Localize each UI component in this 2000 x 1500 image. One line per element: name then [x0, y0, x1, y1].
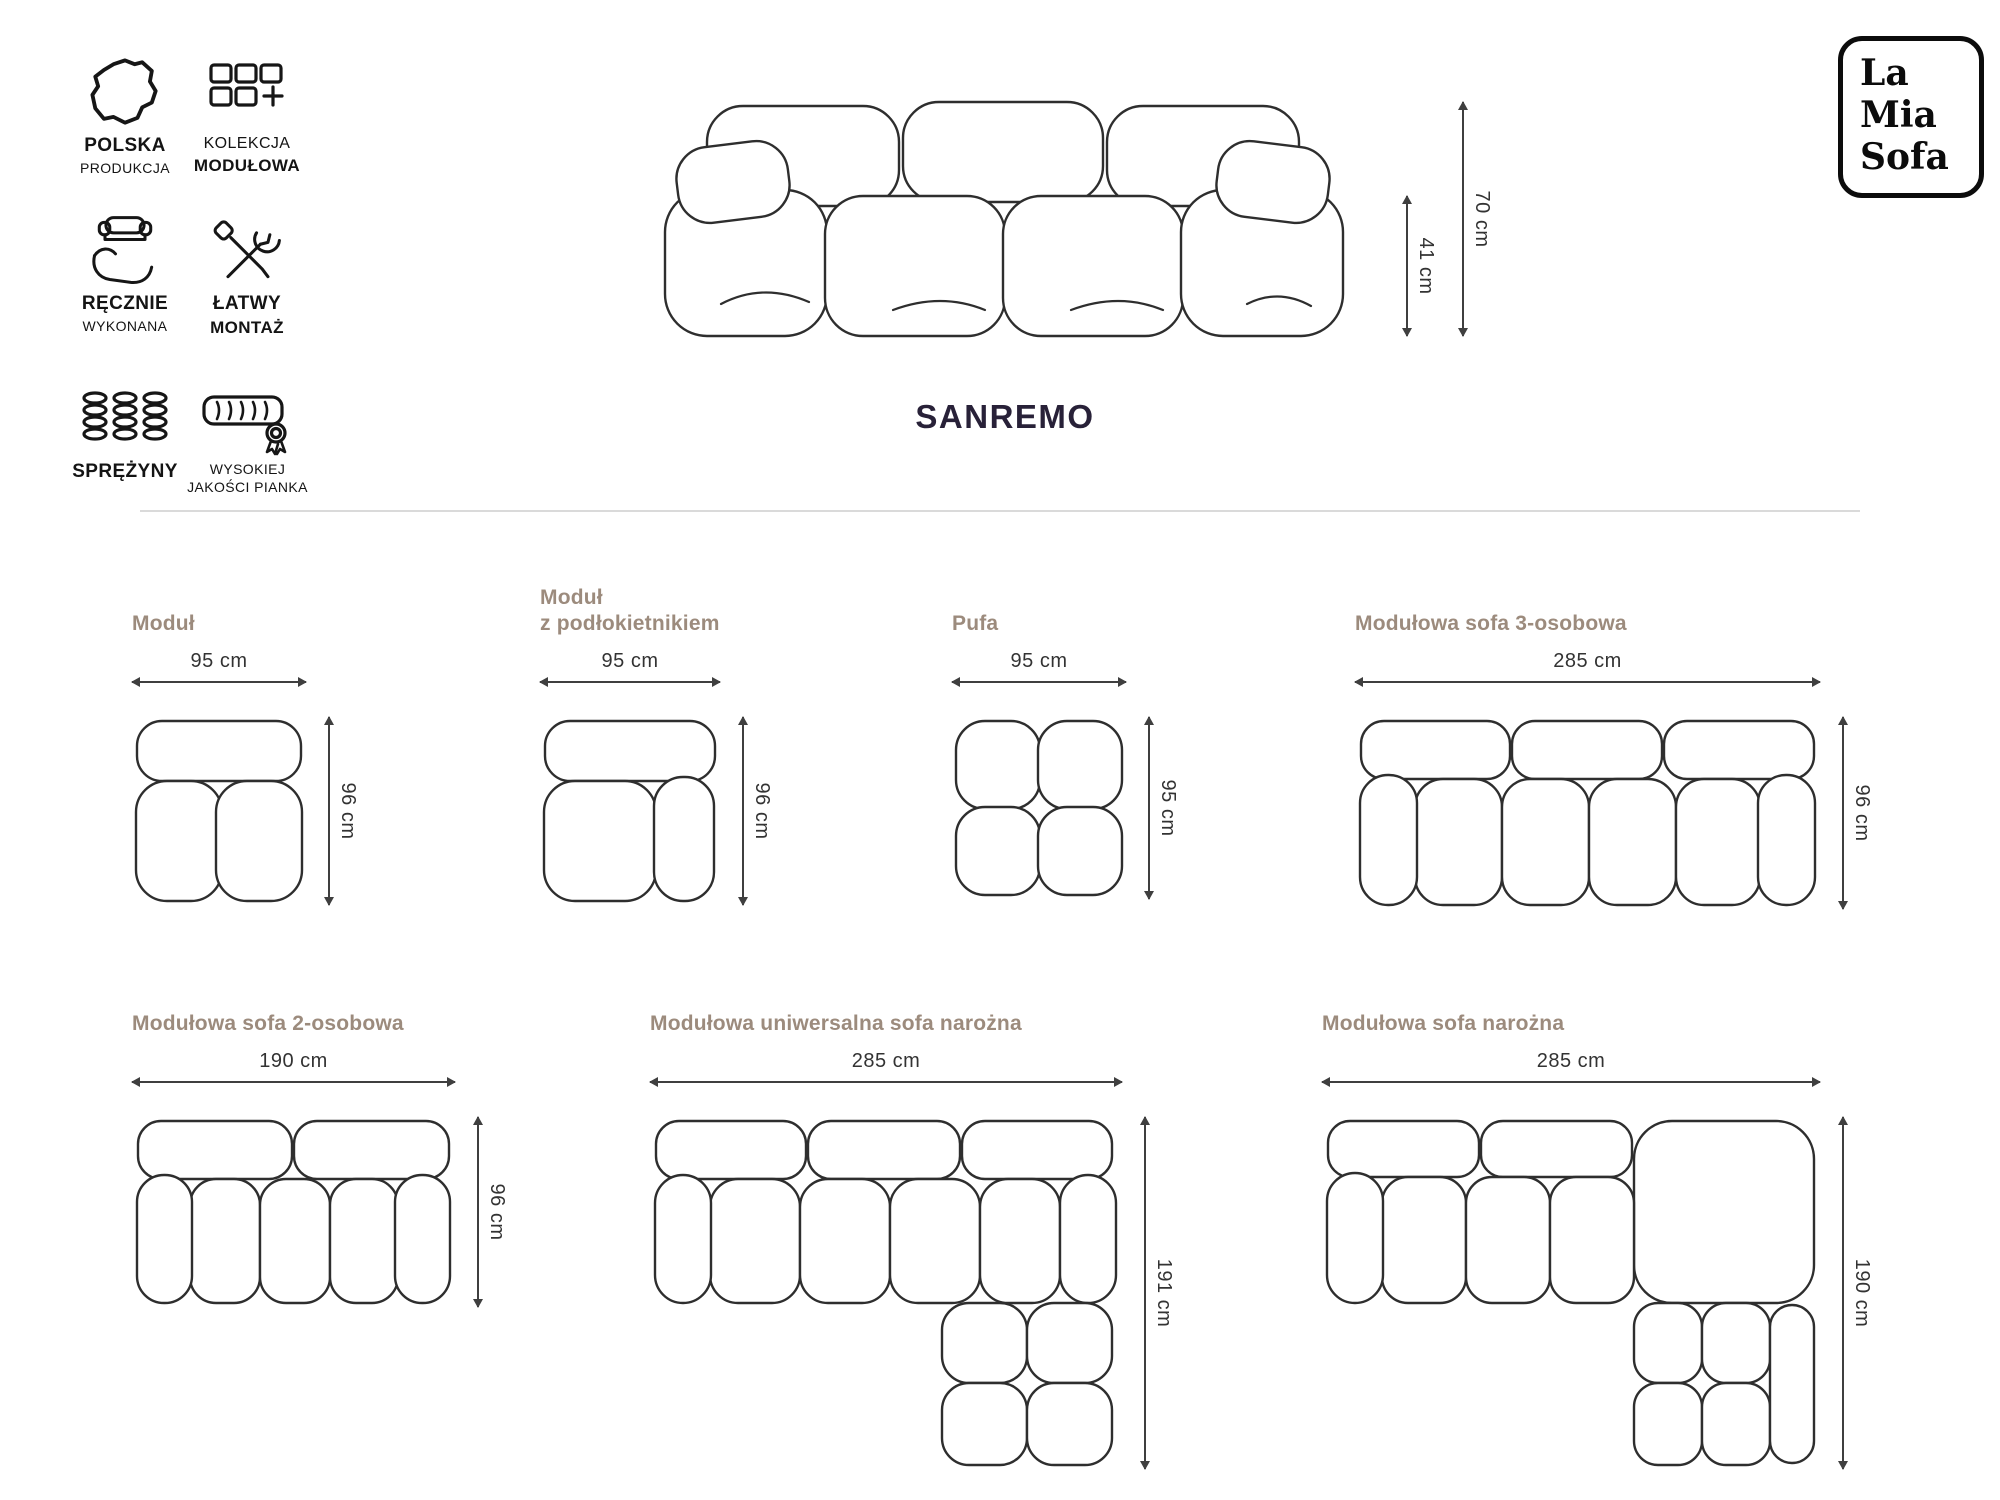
dimension-label: 41 cm — [1415, 237, 1437, 295]
tools-icon — [201, 208, 293, 292]
dimension-label: 191 cm — [1153, 1258, 1175, 1328]
dimension-label: 95 cm — [601, 650, 659, 672]
brand-logo-line: La — [1860, 52, 1909, 94]
dimension-label: 96 cm — [337, 782, 359, 840]
height-dimension: 96 cm — [467, 1116, 511, 1308]
feature-label: SPRĘŻYNY — [72, 461, 178, 482]
diagram-sofa-narozna: Modułowa sofa narożna 285 cm — [1321, 975, 1876, 1470]
feature-polska-produkcja: POLSKA PRODUKCJA — [50, 50, 200, 177]
dimension-arrow — [1458, 101, 1468, 337]
height-dimension: 96 cm — [318, 716, 362, 906]
dimension-label: 96 cm — [1851, 784, 1873, 842]
width-dimension: 95 cm — [131, 643, 307, 687]
feature-label: WYSOKIEJ — [209, 461, 286, 477]
diagram-modul-z-podlokietnikiem: Moduł z podłokietnikiem 95 cm 96 cm — [539, 575, 776, 906]
dimension-arrow — [1321, 1077, 1821, 1087]
corner-universal-top-view-drawing — [653, 1119, 1118, 1467]
diagram-title: Modułowa uniwersalna sofa narożna — [650, 1011, 1022, 1035]
dimension-arrow — [131, 1077, 456, 1087]
feature-label: ŁATWY — [212, 293, 282, 314]
feature-sprezyny: SPRĘŻYNY — [50, 376, 200, 485]
diagram-title: Pufa — [952, 611, 999, 635]
dimension-arrow — [1838, 716, 1848, 910]
dimension-label: 70 cm — [1471, 190, 1493, 248]
dimension-arrow — [324, 716, 334, 906]
diagram-sofa-2-osobowa: Modułowa sofa 2-osobowa 190 cm 96 cm — [131, 975, 511, 1308]
sofa2-top-view-drawing — [135, 1119, 452, 1305]
dimension-label: 285 cm — [1536, 1050, 1606, 1072]
dimension-arrow — [473, 1116, 483, 1308]
diagram-title: Modułowa sofa narożna — [1322, 1011, 1565, 1035]
width-dimension: 95 cm — [539, 643, 721, 687]
hero-seat-height-dimension: 41 cm — [1396, 195, 1440, 337]
brand-logo: La Mia Sofa — [1838, 36, 1984, 198]
dimension-arrow — [1838, 1116, 1848, 1470]
dimension-label: 95 cm — [1157, 779, 1179, 837]
modul-top-view-drawing — [134, 719, 304, 903]
feature-kolekcja-modulowa: KOLEKCJA MODUŁOWA — [172, 50, 322, 177]
width-dimension: 285 cm — [1354, 643, 1821, 687]
dimension-arrow — [1140, 1116, 1150, 1470]
dimension-label: 285 cm — [1553, 650, 1622, 672]
section-divider — [140, 510, 1860, 512]
dimension-arrow — [1144, 716, 1154, 900]
width-dimension: 285 cm — [649, 1043, 1123, 1087]
feature-label: POLSKA — [84, 135, 166, 156]
brand-logo-line: Sofa — [1860, 135, 1949, 178]
diagram-modul: Moduł 95 cm 96 cm — [131, 575, 362, 906]
dimension-label: 190 cm — [259, 1050, 328, 1072]
springs-icon — [77, 376, 173, 460]
height-dimension: 96 cm — [732, 716, 776, 906]
dimension-arrow — [1354, 677, 1821, 687]
modul-armrest-top-view-drawing — [542, 719, 717, 903]
diagram-sofa-3-osobowa: Modułowa sofa 3-osobowa 285 cm 96 cm — [1354, 575, 1876, 910]
height-dimension: 95 cm — [1138, 716, 1182, 900]
diagram-title: Moduł z podłokietnikiem — [540, 585, 720, 635]
feature-sublabel: MONTAŻ — [210, 317, 284, 337]
poland-map-icon — [79, 50, 171, 134]
dimension-label: 95 cm — [190, 650, 248, 672]
height-dimension: 191 cm — [1134, 1116, 1178, 1470]
hand-sofa-icon — [79, 208, 171, 292]
dimension-arrow — [649, 1077, 1123, 1087]
corner-top-view-drawing — [1325, 1119, 1816, 1467]
dimension-arrow — [951, 677, 1127, 687]
foam-badge-icon — [200, 376, 296, 460]
pufa-top-view-drawing — [954, 719, 1124, 897]
feature-sublabel: PRODUKCJA — [80, 159, 170, 176]
feature-label: KOLEKCJA — [203, 135, 291, 152]
feature-pianka: WYSOKIEJ JAKOŚCI PIANKA — [160, 376, 335, 496]
dimension-label: 95 cm — [1010, 650, 1068, 672]
dimension-arrow — [1402, 195, 1412, 337]
page-title: SANREMO — [915, 398, 1095, 435]
sofa-front-view-drawing — [663, 100, 1345, 338]
feature-recznie-wykonana: RĘCZNIE WYKONANA — [50, 208, 200, 335]
height-dimension: 190 cm — [1832, 1116, 1876, 1470]
width-dimension: 285 cm — [1321, 1043, 1821, 1087]
dimension-arrow — [131, 677, 307, 687]
diagram-title: Moduł — [132, 611, 195, 635]
diagram-pufa: Pufa 95 cm 95 cm — [951, 575, 1182, 900]
dimension-label: 96 cm — [486, 1183, 508, 1241]
feature-latwy-montaz: ŁATWY MONTAŻ — [172, 208, 322, 339]
modules-plus-icon — [199, 50, 295, 134]
width-dimension: 95 cm — [951, 643, 1127, 687]
sofa3-top-view-drawing — [1358, 719, 1817, 907]
feature-sublabel: WYKONANA — [82, 317, 168, 334]
diagram-title: Modułowa sofa 2-osobowa — [132, 1011, 404, 1035]
hero-total-height-dimension: 70 cm — [1452, 101, 1496, 337]
dimension-arrow — [738, 716, 748, 906]
diagram-sofa-narozna-uniwersalna: Modułowa uniwersalna sofa narożna 285 cm — [649, 975, 1178, 1470]
dimension-label: 96 cm — [751, 782, 773, 840]
height-dimension: 96 cm — [1832, 716, 1876, 910]
dimension-label: 190 cm — [1851, 1258, 1873, 1328]
width-dimension: 190 cm — [131, 1043, 456, 1087]
feature-sublabel: JAKOŚCI PIANKA — [187, 479, 308, 496]
dimension-arrow — [539, 677, 721, 687]
diagram-title: Modułowa sofa 3-osobowa — [1355, 611, 1627, 635]
brand-logo-line: Mia — [1860, 93, 1937, 136]
dimension-label: 285 cm — [851, 1050, 921, 1072]
feature-sublabel: MODUŁOWA — [193, 155, 301, 175]
feature-label: RĘCZNIE — [81, 293, 169, 314]
